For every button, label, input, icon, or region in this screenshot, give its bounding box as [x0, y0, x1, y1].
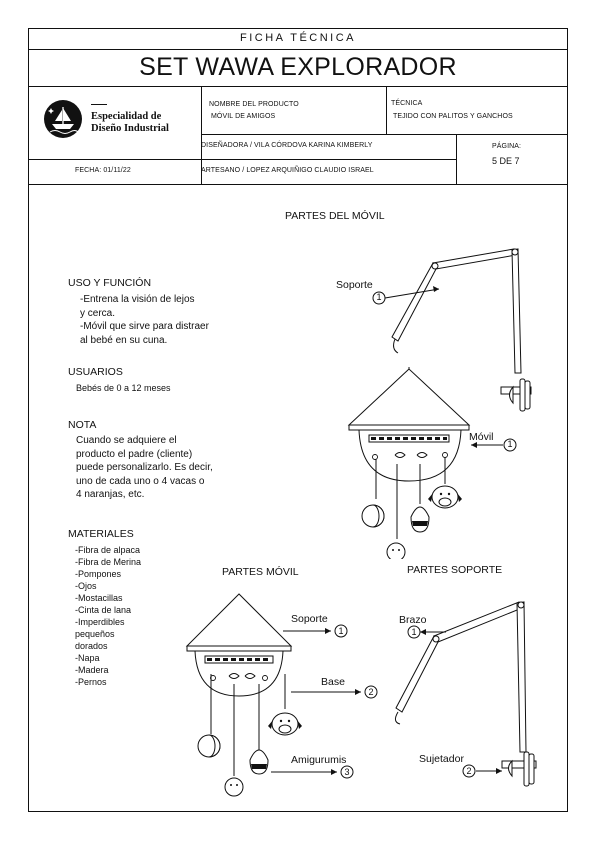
partes-soporte-title: PARTES SOPORTE [407, 564, 503, 576]
material-item: -Cinta de lana [75, 605, 132, 615]
ficha-label: FICHA TÉCNICA [239, 32, 357, 44]
material-item: -Pernos [75, 677, 107, 687]
nota-line: 4 naranjas, etc. [76, 489, 145, 500]
tecnica-label: TÉCNICA [391, 100, 423, 107]
callout-label-soporte: Soporte [336, 279, 373, 291]
callout-num: 3 [344, 767, 350, 777]
divider [29, 159, 456, 160]
uso-line: -Móvil que sirve para distraer [80, 321, 209, 332]
nota-line: puede personalizarlo. Es decir, [76, 462, 213, 473]
callout-num: 1 [376, 292, 382, 302]
material-item: -Imperdibles [75, 617, 125, 627]
usuarios-title: USUARIOS [68, 366, 123, 378]
uso-line: -Entrena la visión de lejos [80, 294, 195, 305]
materiales-list: -Fibra de alpaca -Fibra de Merina -Pompo… [75, 544, 141, 688]
uso-title: USO Y FUNCIÓN [68, 277, 152, 289]
page-title: SET WAWA EXPLORADOR [139, 53, 457, 81]
nota-line: producto el padre (cliente) [76, 448, 193, 460]
callout-label-brazo: Brazo [399, 614, 427, 626]
nombre-value: MÓVIL DE AMIGOS [211, 113, 276, 120]
material-item: pequeños [75, 629, 115, 639]
material-item: -Mostacillas [75, 593, 123, 603]
divider [456, 134, 457, 184]
nota-line: Cuando se adquiere el [76, 435, 177, 446]
fecha: FECHA: 01/11/22 [75, 167, 131, 174]
pagina-value: 5 DE 7 [492, 156, 520, 166]
mobile-full-illustration [347, 248, 532, 559]
uso-text: -Entrena la visión de lejos y cerca. -Mó… [80, 293, 209, 347]
divider [29, 49, 567, 50]
callout-label-sujetador: Sujetador [419, 753, 464, 765]
logo-line1: Especialidad de [91, 111, 162, 122]
logo: Especialidad de Diseño Industrial [43, 99, 193, 143]
usuarios-text: Bebés de 0 a 12 meses [76, 383, 171, 393]
ship-logo-icon [44, 100, 82, 138]
material-item: -Madera [75, 665, 109, 675]
callout-num: 1 [507, 439, 513, 449]
material-item: -Napa [75, 653, 100, 663]
callout-label-movil: Móvil [469, 431, 494, 443]
material-item: -Fibra de alpaca [75, 545, 141, 555]
callout-num: 2 [466, 766, 472, 776]
divider [29, 184, 567, 185]
support-parts-illustration [394, 601, 537, 787]
callout-num: 1 [411, 627, 417, 637]
nombre-label: NOMBRE DEL PRODUCTO [209, 101, 299, 108]
callout-label-soporte: Soporte [291, 613, 328, 625]
material-item: dorados [75, 641, 108, 651]
divider [386, 86, 387, 134]
callout-label-amigurumis: Amigurumis [291, 754, 347, 766]
uso-line: al bebé en su cuna. [80, 334, 168, 346]
divider [201, 86, 202, 184]
nota-line: uno de cada uno o 4 vacas o [76, 475, 205, 487]
pagina-label: PÁGINA: [492, 143, 522, 150]
ficha-sheet: FICHA TÉCNICA SET WAWA EXPLORADOR Especi… [28, 28, 568, 812]
material-item: -Ojos [75, 581, 97, 591]
callout-label-base: Base [321, 676, 345, 688]
logo-line2: Diseño Industrial [91, 123, 169, 134]
tecnica-value: TEJIDO CON PALITOS Y GANCHOS [393, 113, 513, 120]
mobile-parts-illustration [185, 593, 378, 797]
callout-num: 1 [338, 626, 344, 636]
disenadora: DISEÑADORA / VILA CÓRDOVA KARINA KIMBERL… [201, 142, 373, 149]
nota-title: NOTA [68, 419, 97, 431]
divider [201, 134, 567, 135]
artesano: ARTESANO / LOPEZ ARQUIÑIGO CLAUDIO ISRAE… [201, 167, 374, 174]
nota-text: Cuando se adquiere el producto el padre … [76, 434, 213, 502]
partes-del-movil-title: PARTES DEL MÓVIL [285, 210, 385, 222]
divider [29, 86, 567, 87]
material-item: -Pompones [75, 569, 122, 579]
callout-num: 2 [368, 687, 374, 697]
logo-rule [91, 104, 107, 105]
materiales-title: MATERIALES [68, 528, 134, 540]
partes-movil-title: PARTES MÓVIL [222, 566, 299, 578]
material-item: -Fibra de Merina [75, 557, 142, 567]
uso-line: y cerca. [80, 307, 116, 319]
